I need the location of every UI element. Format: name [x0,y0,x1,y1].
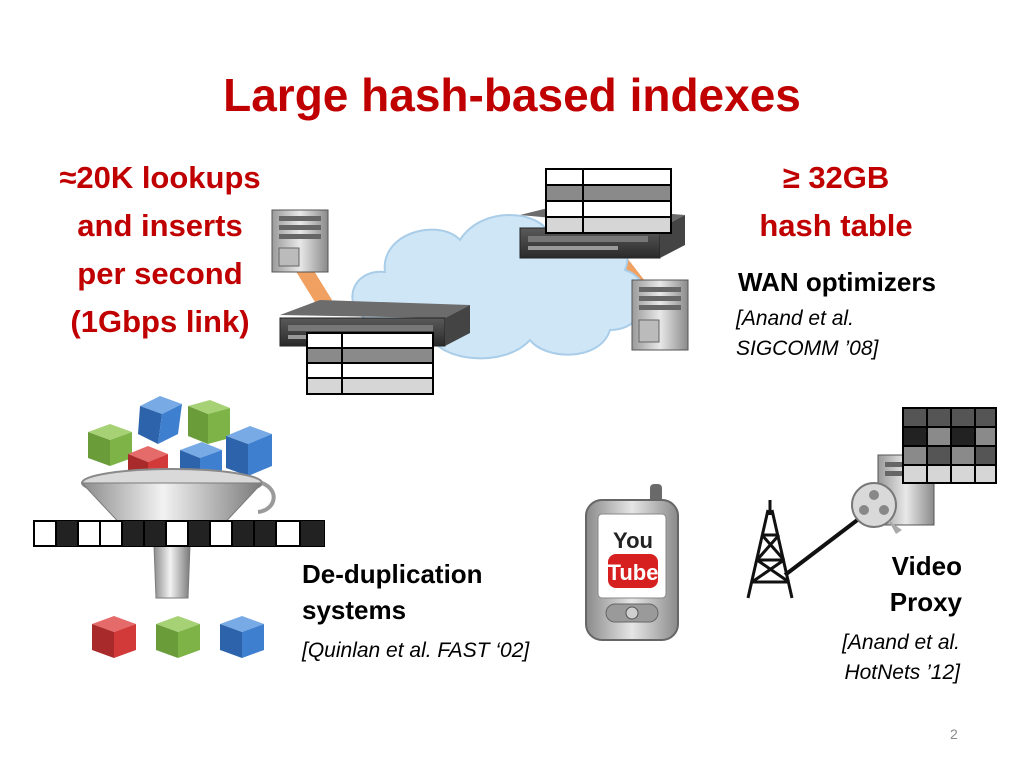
page-number: 2 [950,726,958,742]
hash-table-grid-icon [902,407,997,484]
cube-icon [188,400,230,444]
video-citation: [Anand et al. HotNets ’12] [760,628,960,688]
video-citation-line: HotNets ’12] [844,661,960,684]
cube-icon [88,424,132,466]
cube-icon [138,396,182,444]
wireless-link [783,516,862,577]
cube-icon [220,616,264,658]
wan-optimizers-label: WAN optimizers [738,267,936,297]
phone-logo-top: You [613,528,653,553]
cube-icon [226,426,272,476]
hash-table-size-text: ≥ 32GB hash table [736,154,936,250]
cube-icon [156,616,200,658]
slide-title: Large hash-based indexes [223,69,801,121]
lookup-rate-line: (1Gbps link) [70,304,250,339]
cube-row [92,616,264,658]
wan-citation-line: [Anand et al. [736,307,854,330]
dedup-citation: [Quinlan et al. FAST ‘02] [302,639,530,662]
film-reel-icon [851,482,902,534]
server-tower-icon [631,279,689,351]
cell-tower-icon [746,500,794,599]
byte-strip [33,520,325,547]
video-proxy-label: Video Proxy [820,548,962,620]
lookup-rate-line: and inserts [77,208,243,243]
hash-table-icon [306,332,434,395]
phone-icon: You Tube [585,484,679,641]
dedup-label-line: systems [302,595,407,625]
lookup-rate-text: ≈20K lookups and inserts per second (1Gb… [40,154,280,346]
phone-logo-bottom: Tube [608,560,659,585]
video-proxy-line: Video [891,551,962,581]
lookup-rate-line: per second [77,256,243,291]
lookup-rate-line: ≈20K lookups [59,160,261,195]
hash-table-icon [545,168,672,234]
server-tower-icon [271,209,329,273]
wan-citation-line: SIGCOMM ’08] [736,337,879,360]
hash-table-size-line: ≥ 32GB [782,160,890,195]
wan-citation: [Anand et al. SIGCOMM ’08] [736,304,878,364]
hash-table-size-line: hash table [759,208,913,243]
dedup-label: De-duplication systems [302,556,483,628]
video-citation-line: [Anand et al. [842,631,960,654]
cube-icon [92,616,136,658]
dedup-label-line: De-duplication [302,559,483,589]
video-proxy-line: Proxy [889,587,962,617]
